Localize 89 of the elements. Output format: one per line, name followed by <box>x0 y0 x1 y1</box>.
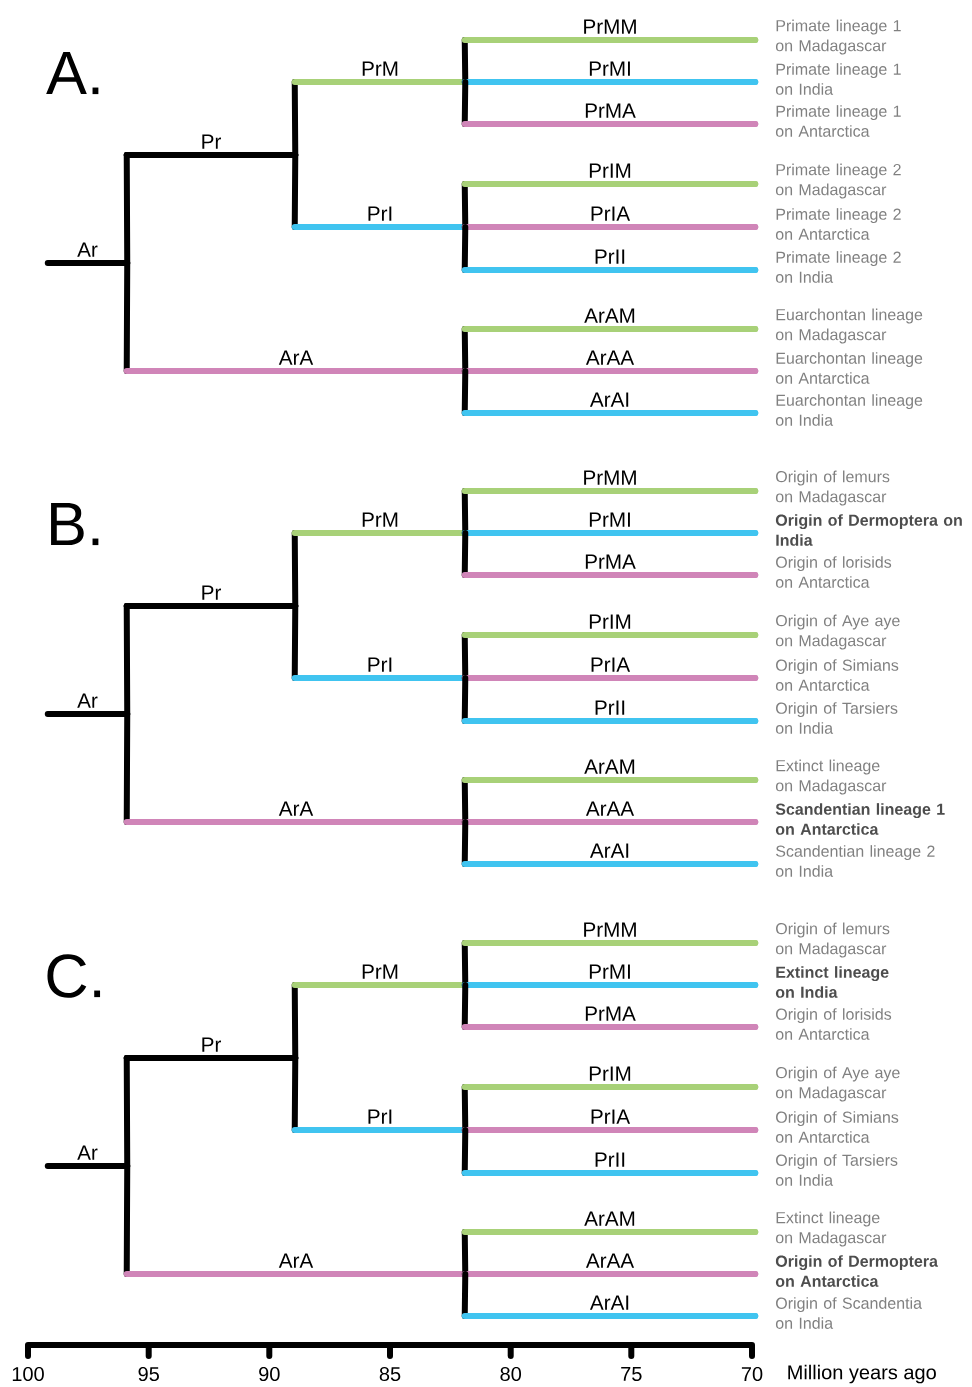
panel-letter: A. <box>46 51 99 95</box>
tip-label: Origin of lorisids on Antarctica <box>775 556 892 588</box>
branch-label: PrMI <box>589 61 630 76</box>
branch-label: PrIM <box>589 1066 631 1081</box>
tip-label: Euarchontan lineage on Antarctica <box>775 352 923 384</box>
branch-label: PrIA <box>591 206 631 221</box>
branch-label: PrM <box>362 512 398 527</box>
tip-label: Extinct lineage on Madagascar <box>775 759 887 795</box>
tick-label: 70 <box>741 1366 763 1382</box>
branch-label: PrMM <box>584 19 636 34</box>
tick-label: 95 <box>138 1366 159 1382</box>
branch-label: PrIA <box>591 1109 631 1124</box>
tip-label: Origin of Simians on Antarctica <box>775 1111 899 1143</box>
tip-label: Origin of lorisids on Antarctica <box>775 1008 892 1040</box>
branch-label: ArAA <box>585 801 635 816</box>
tip-label: Extinct lineage on Madagascar <box>775 1211 887 1247</box>
branch-line <box>461 368 759 416</box>
branch-line <box>461 79 759 127</box>
branch-label: ArAI <box>589 392 629 407</box>
branch-label: Ar <box>77 693 98 708</box>
tip-label: Origin of Tarsiers on India <box>775 702 898 734</box>
branch-line <box>461 530 759 578</box>
branch-label: ArA <box>278 801 314 816</box>
tip-label: Origin of Dermoptera on Antarctica <box>775 1255 939 1287</box>
tick-label: 75 <box>621 1367 642 1381</box>
tip-label: Primate lineage 1 on Madagascar <box>775 19 901 55</box>
tip-label: Extinct lineage on India <box>775 966 889 998</box>
tip-label: Origin of Scandentia on India <box>775 1297 922 1329</box>
tip-label: Origin of Tarsiers on India <box>775 1154 898 1186</box>
branch-line <box>461 982 759 1030</box>
axis-title: Million years ago <box>788 1364 936 1384</box>
branch-label: PrMM <box>584 922 636 937</box>
tip-label: Origin of Aye aye on Madagascar <box>775 1066 900 1102</box>
branch-label: PrI <box>368 657 392 672</box>
panel-letter: B. <box>51 502 99 546</box>
branch-label: ArAM <box>584 1211 635 1226</box>
branch-label: ArAA <box>585 1253 635 1268</box>
branch-label: PrIM <box>589 163 631 178</box>
tick-label: 80 <box>500 1366 522 1382</box>
tip-label: Origin of Simians on Antarctica <box>775 659 899 691</box>
branch-line <box>461 675 759 724</box>
branch-label: ArA <box>278 1253 314 1268</box>
branch-label: ArAM <box>584 759 635 774</box>
branch-label: PrIM <box>589 614 631 629</box>
tip-label: Primate lineage 2 on Madagascar <box>775 163 901 199</box>
branch-label: PrMM <box>584 470 636 485</box>
tip-label: Primate lineage 2 on India <box>775 251 901 283</box>
branch-label: ArAI <box>589 1295 629 1310</box>
branch-label: PrII <box>595 700 625 715</box>
branch-label: PrI <box>368 206 392 221</box>
tip-label: Origin of Aye aye on Madagascar <box>775 614 900 650</box>
branch-line <box>461 224 759 273</box>
branch-label: PrM <box>362 61 398 76</box>
branch-label: ArAI <box>589 843 629 858</box>
branch-label: PrMI <box>589 512 630 527</box>
tip-label: Origin of Dermoptera on India <box>775 514 962 546</box>
tick-label: 100 <box>12 1366 44 1382</box>
branch-label: PrM <box>362 964 398 979</box>
branch-label: Pr <box>202 134 221 149</box>
branch-label: PrMA <box>585 1006 636 1021</box>
branch-line <box>461 819 759 867</box>
tip-label: Scandentian lineage 2 on India <box>775 845 935 877</box>
branch-label: ArA <box>278 350 314 365</box>
tip-label: Euarchontan lineage on Madagascar <box>775 308 923 344</box>
tip-label: Origin of lemurs on Madagascar <box>775 922 890 958</box>
branch-line <box>461 1271 759 1319</box>
branch-label: Pr <box>202 585 221 600</box>
tip-label: Origin of lemurs on Madagascar <box>775 470 890 506</box>
branch-label: ArAA <box>585 350 635 365</box>
tip-label: Scandentian lineage 1 on Antarctica <box>775 803 945 835</box>
branch-line <box>461 1127 759 1176</box>
tip-label: Primate lineage 1 on Antarctica <box>775 105 901 137</box>
branch-label: PrMA <box>585 554 636 569</box>
tip-label: Primate lineage 2 on Antarctica <box>775 208 901 240</box>
branch-label: PrIA <box>591 657 631 672</box>
branch-label: PrII <box>595 1152 625 1167</box>
branch-label: PrMA <box>585 103 636 118</box>
branch-label: PrI <box>368 1109 392 1124</box>
branch-label: Pr <box>202 1037 221 1052</box>
panel-letter: C. <box>47 954 101 998</box>
branch-label: Ar <box>77 242 98 257</box>
tip-label: Euarchontan lineage on India <box>775 394 923 426</box>
tick-label: 85 <box>379 1366 401 1382</box>
branch-label: Ar <box>77 1145 98 1160</box>
branch-label: PrMI <box>589 964 630 979</box>
tip-label: Primate lineage 1 on India <box>775 63 901 95</box>
tick-label: 90 <box>259 1366 280 1382</box>
branch-label: ArAM <box>584 308 635 323</box>
branch-label: PrII <box>595 249 625 264</box>
